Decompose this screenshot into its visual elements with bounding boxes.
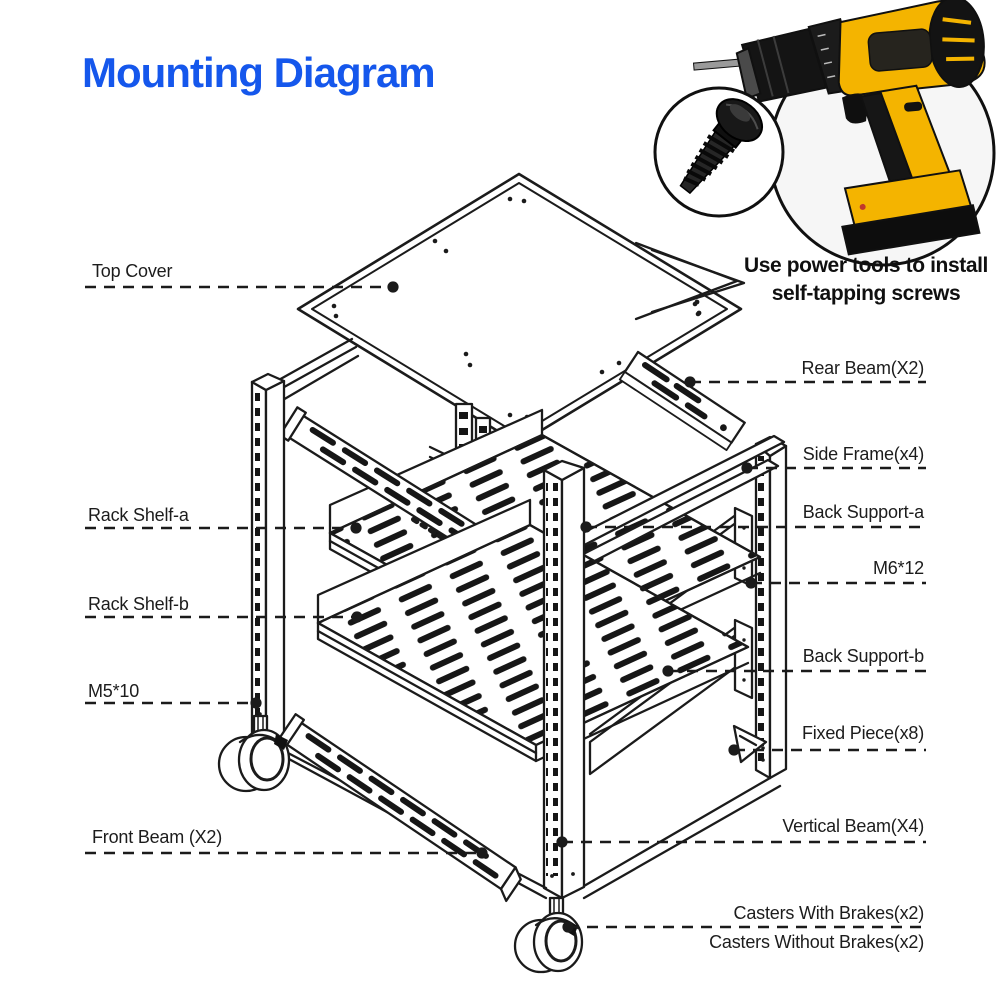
leader-lines xyxy=(85,285,926,929)
tool-inset: Use power tools to install self-tapping … xyxy=(653,0,996,305)
label-rear-beam: Rear Beam(X2) xyxy=(802,358,924,378)
rack-illustration xyxy=(217,172,788,974)
label-vertical-beam: Vertical Beam(X4) xyxy=(782,816,924,836)
top-cover-part xyxy=(296,172,743,446)
caster-left xyxy=(217,714,291,793)
label-top-cover: Top Cover xyxy=(92,261,172,281)
label-casters-without: Casters Without Brakes(x2) xyxy=(709,932,924,952)
label-m6-12: M6*12 xyxy=(873,558,924,578)
screw-circle xyxy=(653,86,785,218)
top-cover-screw-holes xyxy=(331,196,701,420)
part-labels: Top Cover Rack Shelf-a Rack Shelf-b M5*1… xyxy=(88,261,925,952)
inset-caption-line1: Use power tools to install xyxy=(744,254,988,277)
label-m5-10: M5*10 xyxy=(88,681,139,701)
page-title: Mounting Diagram xyxy=(82,49,435,96)
front-beam-part xyxy=(276,713,522,903)
label-side-frame: Side Frame(x4) xyxy=(803,444,924,464)
left-rail-part xyxy=(250,372,286,750)
leader-dots xyxy=(250,281,757,933)
inset-caption-line2: self-tapping screws xyxy=(772,282,960,305)
label-fixed-piece: Fixed Piece(x8) xyxy=(802,723,924,743)
label-back-support-a: Back Support-a xyxy=(803,502,925,522)
label-front-beam: Front Beam (X2) xyxy=(92,827,222,847)
front-center-rail-part xyxy=(542,459,586,900)
chevron-right-icon xyxy=(634,241,746,321)
label-rack-shelf-a: Rack Shelf-a xyxy=(88,505,190,525)
right-rail-part xyxy=(754,435,788,780)
fixed-piece-part xyxy=(732,724,768,764)
caster-bottom xyxy=(513,896,584,974)
label-back-support-b: Back Support-b xyxy=(803,646,924,666)
rack-shelf-b-part xyxy=(316,498,750,763)
self-tapping-screw-icon xyxy=(679,98,763,195)
label-rack-shelf-b: Rack Shelf-b xyxy=(88,594,189,614)
rear-beam-part xyxy=(618,350,746,452)
label-casters-with: Casters With Brakes(x2) xyxy=(734,903,924,923)
power-drill-icon xyxy=(692,0,986,256)
